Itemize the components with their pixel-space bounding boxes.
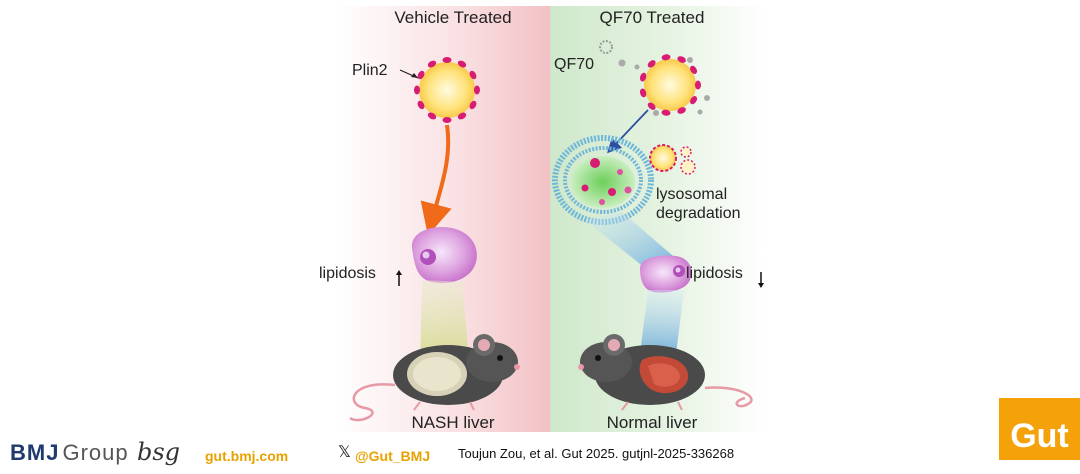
plin2-label: Plin2 xyxy=(352,62,388,79)
qf70-particles xyxy=(599,40,710,116)
plin2-dot xyxy=(417,100,425,110)
plin2-dot xyxy=(677,107,686,114)
lipidosis-down-arrowhead xyxy=(758,283,764,288)
plin2-dot xyxy=(469,70,477,80)
plin2-dot xyxy=(474,85,480,95)
normal-liver-label: Normal liver xyxy=(607,413,698,432)
mouse-right xyxy=(578,334,753,411)
degrading-droplets xyxy=(649,144,696,175)
x-social-icon[interactable]: 𝕏 xyxy=(338,444,351,461)
right-panel-title: QF70 Treated xyxy=(600,8,705,27)
social-handle-link[interactable]: @Gut_BMJ xyxy=(355,448,431,464)
plin2-dot xyxy=(647,60,656,68)
plin2-dot xyxy=(690,96,698,105)
plin2-dot xyxy=(417,70,425,80)
degradation-label: degradation xyxy=(656,205,741,222)
nash-liver-label: NASH liver xyxy=(411,413,494,432)
plin2-dot xyxy=(427,60,437,68)
lipidosis-label-right: lipidosis xyxy=(686,265,743,282)
plin2-pointer-head xyxy=(411,73,418,78)
plin2-dot xyxy=(427,112,437,120)
nucleolus-right xyxy=(675,267,681,273)
plin2-dot xyxy=(414,85,420,95)
nucleolus-left xyxy=(422,251,430,259)
lipidosis-up-arrowhead xyxy=(396,270,402,275)
lipidosis-label-left: lipidosis xyxy=(319,265,376,282)
bsg-logo[interactable]: bsg xyxy=(137,438,181,466)
plin2-dot xyxy=(457,60,467,68)
plin2-dot xyxy=(442,57,452,63)
plin2-dot xyxy=(647,102,656,110)
plin2-dot xyxy=(677,56,686,63)
mouse-left xyxy=(349,334,520,422)
bmj-brand-text: BMJ xyxy=(10,440,60,465)
lipid-droplet-right xyxy=(639,54,701,116)
plin2-dot xyxy=(442,117,452,123)
citation-text: Toujun Zou, et al. Gut 2025. gutjnl-2025… xyxy=(458,446,735,461)
bmj-group-text: Group xyxy=(62,440,129,465)
orange-arrow xyxy=(420,124,452,236)
plin2-dot xyxy=(690,65,698,74)
hepatocyte-left xyxy=(411,226,477,284)
plin2-dot xyxy=(661,54,671,61)
plin2-dot xyxy=(695,80,701,90)
plin2-dot xyxy=(469,100,477,110)
lysosomal-label: lysosomal xyxy=(656,186,727,203)
lipid-droplet-left xyxy=(414,57,480,123)
left-panel-title: Vehicle Treated xyxy=(394,8,511,27)
hepatocyte-right xyxy=(640,255,692,293)
gut-journal-badge[interactable]: Gut xyxy=(999,398,1080,460)
plin2-dot xyxy=(639,88,647,98)
qf70-label: QF70 xyxy=(554,56,594,73)
plin2-dot xyxy=(457,112,467,120)
plin2-dot xyxy=(639,72,647,82)
journal-site-link[interactable]: gut.bmj.com xyxy=(205,448,289,464)
diagram-canvas: Vehicle Treated QF70 Treated Plin2 lipid… xyxy=(319,6,765,432)
plin2-dot xyxy=(661,109,671,116)
